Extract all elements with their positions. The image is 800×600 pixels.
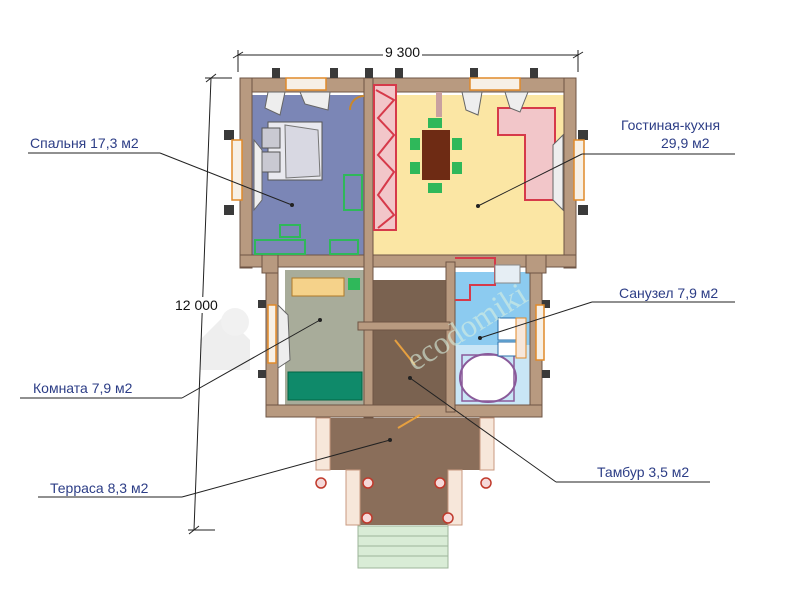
living-corner-sofa	[497, 107, 556, 201]
bedroom-green-furniture	[254, 174, 363, 255]
terrace-steps	[357, 525, 449, 569]
terrace-floor	[330, 418, 480, 525]
room-furniture	[287, 277, 363, 401]
vestibule-label: Тамбур 3,5 м2	[597, 464, 690, 480]
kitchen-appliance	[494, 264, 521, 284]
log-ends	[224, 68, 588, 378]
leader-dots	[290, 203, 482, 442]
bedroom-curtains	[253, 91, 331, 212]
living-curtains	[461, 91, 564, 212]
living-left-sofa	[373, 84, 397, 231]
bathroom-label: Санузел 7,9 м2	[619, 285, 719, 301]
bedroom-door	[349, 95, 365, 111]
terrace-railing	[315, 417, 495, 526]
leader-lines	[20, 152, 735, 498]
bathroom-fixtures	[459, 317, 527, 403]
bedroom-label: Спальня 17,3 м2	[30, 135, 139, 151]
windows	[231, 77, 585, 364]
width-dimension-label: 9 300	[383, 44, 423, 60]
room-label: Комната 7,9 м2	[33, 380, 133, 396]
dining-table	[410, 118, 462, 193]
vestibule-doors	[394, 339, 421, 429]
kitchen-units	[455, 257, 496, 301]
living-kitchen-label-line1: Гостиная-кухня	[621, 117, 721, 133]
kitchen-column	[436, 92, 442, 117]
height-dimension-label: 12 000	[173, 297, 220, 313]
room-curtains	[277, 303, 291, 369]
vestibule-floor	[370, 280, 452, 408]
living-kitchen-label-line2: 29,9 м2	[661, 135, 710, 151]
terrace-posts	[315, 477, 492, 524]
bed	[261, 121, 323, 181]
watermark-logo	[200, 308, 250, 370]
terrace-label: Терраса 8,3 м2	[50, 480, 149, 496]
